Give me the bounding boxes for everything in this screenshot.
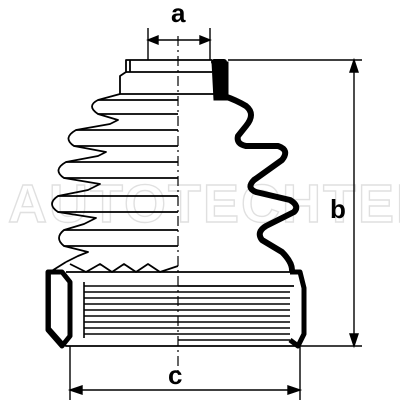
boot-right-half <box>178 59 300 347</box>
base-grooves-left <box>83 282 178 338</box>
inner-zigzag <box>69 263 179 273</box>
dimension-b-label: b <box>330 194 346 224</box>
boot-left-half <box>49 59 179 347</box>
top-collar-section <box>211 61 229 101</box>
dimension-c <box>67 346 303 400</box>
top-collar-outline <box>119 59 178 95</box>
dimension-a-label: a <box>171 0 186 28</box>
bellows-wall-section <box>211 59 300 273</box>
base-collar-profile-right <box>288 269 307 349</box>
base-collar-profile-left <box>45 269 73 349</box>
dimension-c-label: c <box>168 360 182 390</box>
watermark-logo: AUTOTECHTEILE <box>8 174 400 234</box>
dimension-a <box>146 28 212 60</box>
dimension-b <box>228 57 362 349</box>
base-grooves-right <box>178 291 290 341</box>
